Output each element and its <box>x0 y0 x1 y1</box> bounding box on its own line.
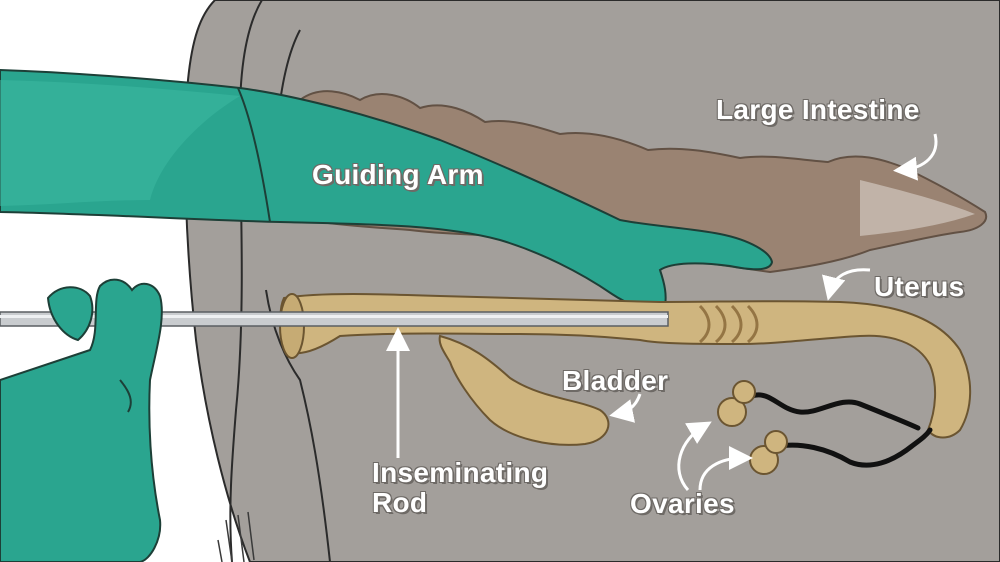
guiding-arm-shading <box>0 80 240 206</box>
annotation-arrows <box>386 133 938 492</box>
inseminating-rod-label: Inseminating Rod <box>372 458 548 518</box>
ovary-lower-b <box>764 430 788 454</box>
left-oviduct <box>749 392 921 431</box>
ovary-upper-b <box>732 380 756 404</box>
large-intestine-highlight <box>860 180 975 236</box>
arrow-bladder <box>609 393 642 423</box>
guiding-arm-cuff-line <box>237 87 271 223</box>
right-oviduct <box>767 427 933 468</box>
bladder-shape <box>438 334 610 446</box>
cervical-rings <box>698 304 759 344</box>
ovaries-label: Ovaries <box>630 488 735 519</box>
arrow-large-intestine <box>893 133 938 181</box>
arrow-uterus <box>822 268 871 301</box>
arrow-ovary-upper <box>677 421 712 492</box>
holding-hand <box>0 278 163 562</box>
arrow-ovary-lower <box>698 446 753 491</box>
inseminating-rod-label-line2: Rod <box>372 487 428 518</box>
cervix-and-uterus <box>279 293 972 439</box>
ovaries-group <box>717 380 788 475</box>
vulva-outline <box>265 289 331 562</box>
tail-outline <box>229 0 263 562</box>
guiding-arm-label: Guiding Arm <box>312 159 484 190</box>
uterus-label: Uterus <box>874 271 965 302</box>
bladder-label: Bladder <box>562 365 669 396</box>
tail-tuft <box>217 511 255 562</box>
ovary-upper-a <box>717 397 747 427</box>
inseminating-rod-shine <box>0 315 668 318</box>
holding-hand-crease <box>119 379 132 413</box>
holding-hand-thumb <box>46 286 94 342</box>
large-intestine-label: Large Intestine <box>716 94 920 125</box>
inseminating-rod-label-line1: Inseminating <box>372 457 549 488</box>
